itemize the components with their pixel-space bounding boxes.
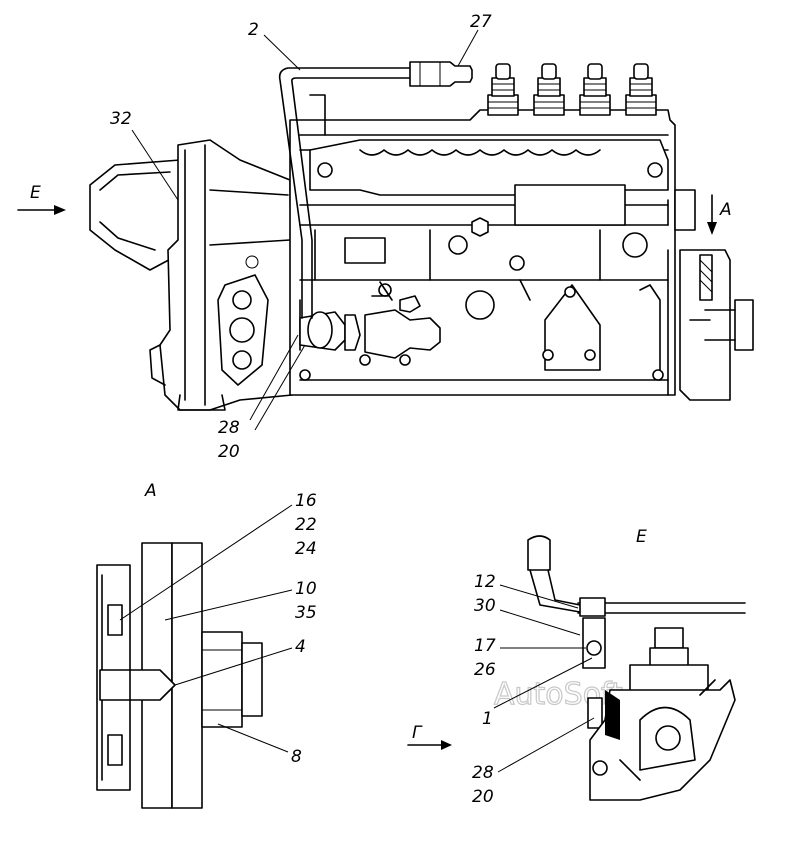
drive-coupling	[674, 189, 754, 401]
callout-26: 26	[474, 660, 496, 680]
callout-32: 32	[110, 109, 132, 129]
arrow-A-label: А	[719, 200, 732, 220]
callout-12: 12	[474, 572, 496, 592]
arrow-E-label: Е	[30, 183, 41, 203]
arrow-G-label: Г	[412, 723, 423, 743]
callout-35: 35	[295, 603, 317, 623]
callout-1: 1	[482, 709, 493, 729]
callout-24: 24	[295, 539, 317, 559]
watermark-text: AutoSoft	[494, 677, 623, 712]
detail-A-title: А	[144, 481, 157, 501]
main-pump-view: Е А 2 27 32 28 20	[17, 12, 754, 462]
callout-16: 16	[295, 491, 317, 511]
pump-body	[289, 109, 676, 396]
callout-27: 27	[470, 12, 492, 32]
callout-4: 4	[295, 637, 306, 657]
callout-8: 8	[291, 747, 302, 767]
detail-E-title: Е	[636, 527, 647, 547]
callout-28: 28	[218, 418, 240, 438]
governor-housing	[89, 139, 293, 411]
fuel-pipe	[278, 61, 473, 319]
callout-20-E: 20	[472, 787, 494, 807]
bypass-valve-assembly	[299, 281, 441, 366]
callout-30: 30	[474, 596, 496, 616]
delivery-valve-holders	[487, 63, 657, 116]
callout-10: 10	[295, 579, 317, 599]
callout-17: 17	[474, 636, 496, 656]
callout-28-E: 28	[472, 763, 494, 783]
detail-A-view: А 16 22 24 10 35 4 8	[96, 481, 317, 809]
callout-22: 22	[295, 515, 317, 535]
callout-2: 2	[248, 20, 259, 40]
detail-E-view: Е Г 12 30 17 26 1	[407, 527, 746, 807]
callout-20: 20	[218, 442, 240, 462]
view-arrow-G: Г	[407, 723, 452, 750]
view-arrow-E: Е	[17, 183, 66, 215]
view-arrow-A: А	[707, 194, 732, 235]
